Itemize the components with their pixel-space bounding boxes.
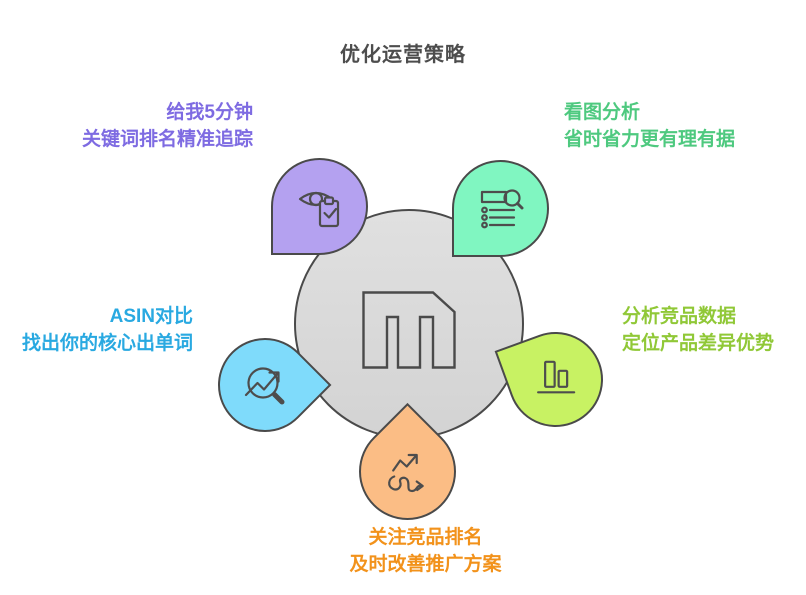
label-line: ASIN对比 (109, 306, 193, 327)
petal-competitor-data (494, 318, 617, 441)
label-line: 及时改善推广方案 (349, 554, 502, 575)
label-line: 看图分析 (564, 102, 641, 123)
petal-asin-compare (198, 318, 332, 452)
label-chart-analysis: 看图分析 省时省力更有理有据 (564, 99, 735, 153)
tangled-arrows-icon (387, 453, 424, 493)
petal-competitor-rank (338, 402, 477, 541)
label-keyword-tracking: 给我5分钟 关键词排名精准追踪 (0, 99, 253, 153)
brand-logo-icon (362, 291, 456, 369)
petal-chart-analysis (452, 160, 549, 257)
label-line: 定位产品差异优势 (622, 333, 775, 354)
label-asin-compare: ASIN对比 找出你的核心出单词 (0, 303, 193, 357)
eye-clipboard-icon (298, 191, 339, 227)
bar-chart-icon (536, 360, 575, 394)
trend-magnifier-icon (244, 367, 285, 405)
label-competitor-data: 分析竞品数据 定位产品差异优势 (622, 303, 774, 357)
label-line: 给我5分钟 (166, 102, 253, 123)
label-line: 关注竞品排名 (368, 527, 483, 548)
list-search-icon (480, 188, 523, 228)
petal-keyword-tracking (271, 158, 368, 255)
label-line: 省时省力更有理有据 (564, 129, 736, 150)
label-line: 分析竞品数据 (622, 306, 737, 327)
label-line: 关键词排名精准追踪 (81, 129, 253, 150)
label-line: 找出你的核心出单词 (21, 333, 193, 354)
page-title: 优化运营策略 (340, 44, 466, 66)
label-competitor-rank: 关注竞品排名 及时改善推广方案 (323, 524, 528, 578)
